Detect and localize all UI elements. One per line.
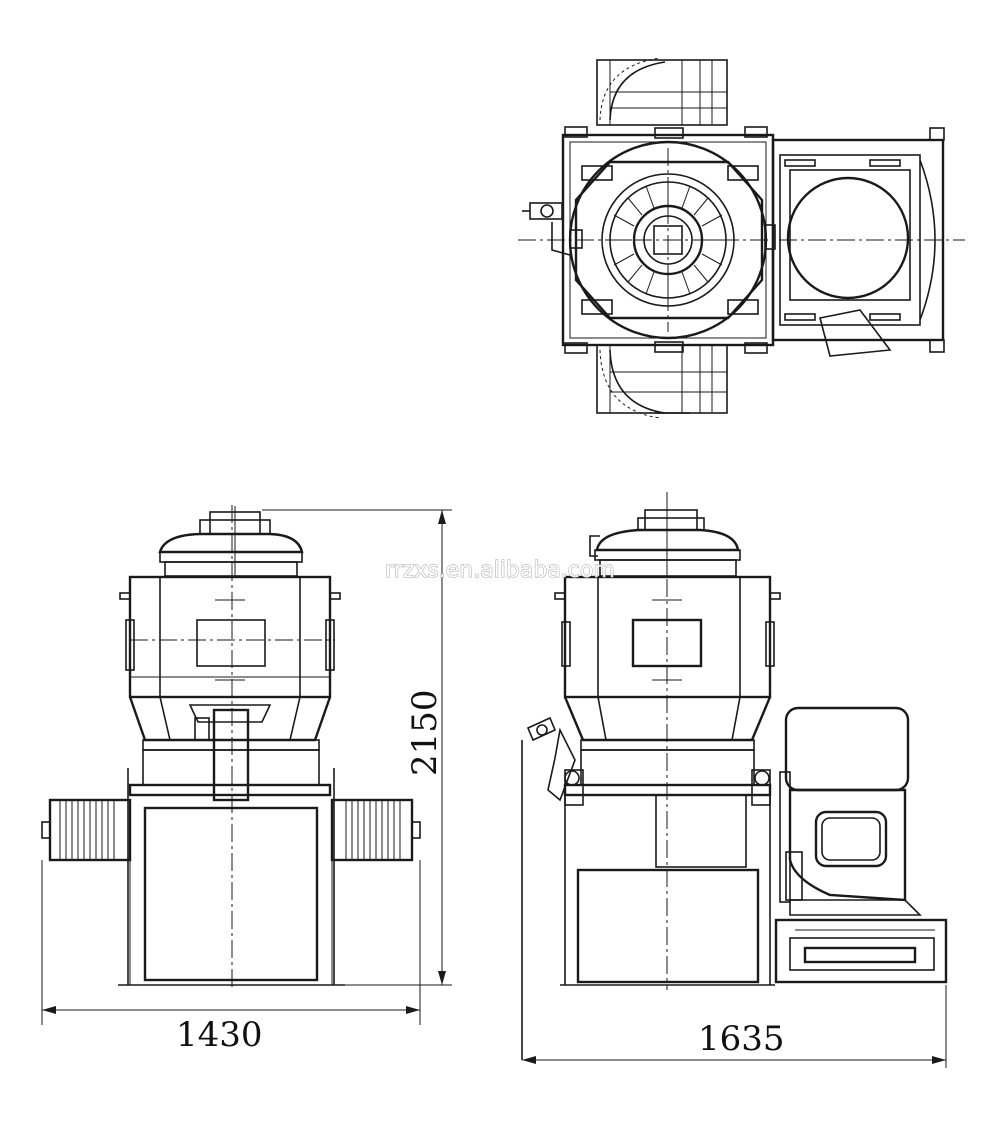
front-view-chute — [188, 704, 272, 802]
top-view-lower-blower — [596, 344, 728, 419]
dimension-front-width: 1430 — [41, 860, 421, 1055]
front-view-top-cover — [158, 506, 304, 577]
front-view-base — [143, 806, 319, 982]
dimension-side-width: 1635 — [522, 985, 947, 1068]
dimension-side-width-label: 1635 — [698, 1019, 785, 1059]
dimension-height-label: 2150 — [405, 689, 445, 776]
front-view-right-blower — [330, 798, 421, 862]
top-view-upper-blower — [596, 57, 728, 126]
top-view-gauge — [522, 202, 583, 256]
front-view-housing — [119, 575, 341, 751]
top-view — [518, 57, 965, 419]
side-view-motor — [774, 706, 948, 984]
front-view — [41, 505, 421, 990]
dimension-height: 2150 — [262, 509, 452, 986]
side-view-gauge — [521, 716, 576, 1060]
watermark-text: rrzxs.en.alibaba.com — [385, 558, 615, 583]
dimension-front-width-label: 1430 — [176, 1015, 263, 1055]
side-view — [521, 492, 948, 1060]
side-view-base — [576, 868, 760, 984]
front-view-left-blower — [41, 798, 132, 862]
top-view-motor — [771, 127, 945, 357]
